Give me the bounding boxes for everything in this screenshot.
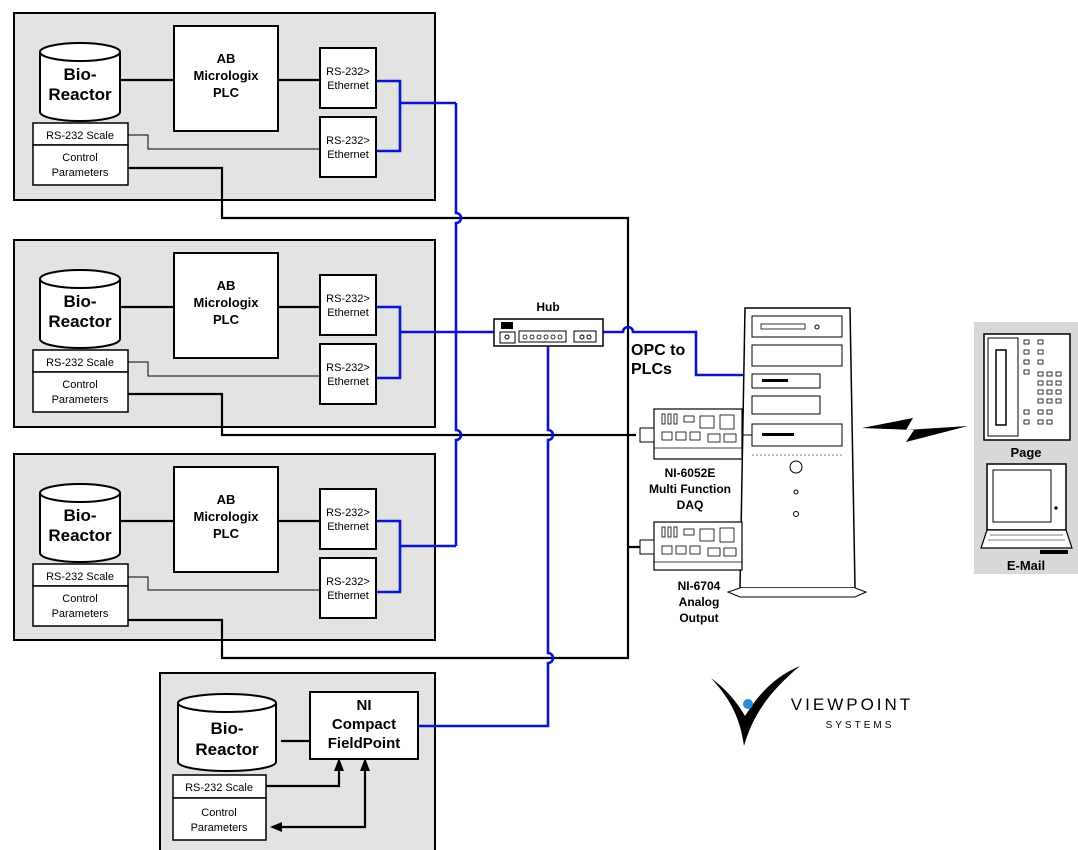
control-label-2: Parameters [52,394,109,406]
converter-box-a [319,274,377,336]
converter-label-2: Ethernet [327,149,369,161]
control-label-1: Control [62,593,97,605]
control-box [32,371,129,413]
viewpoint-logo-icon [711,666,800,746]
converter-box-b [319,116,377,178]
logo-text-2: SYSTEMS [826,720,895,731]
scale-label: RS-232 Scale [46,130,114,142]
ethernet-network [376,79,748,728]
converter-label-1: RS-232> [326,576,370,588]
converter-box-b [319,557,377,619]
logo-text-1: VIEWPOINT [791,695,913,714]
daq-card-icon [639,408,752,460]
control-label-1: Control [62,379,97,391]
plc-box [173,252,279,359]
bioreactor-cylinder-icon [177,693,277,772]
reactor-4: Bio- Reactor RS-232 Scale Control Parame… [172,691,419,841]
converter-label-2: Ethernet [327,80,369,92]
daq-label-1: NI-6052E [665,466,716,480]
fieldpoint-label-2: Compact [332,716,396,733]
plc-label-2: Micrologix [193,68,259,83]
control-label-1: Control [62,152,97,164]
scale-label: RS-232 Scale [46,571,114,583]
analog-label-3: Output [679,611,718,625]
plc-label-1: AB [217,492,236,507]
converter-label-1: RS-232> [326,362,370,374]
bioreactor-label-2: Reactor [195,740,259,759]
bioreactor-label-2: Reactor [48,85,112,104]
devices-panel: Page E-Mail [974,322,1078,574]
hub-icon: Hub [493,300,604,347]
plc-label-3: PLC [213,312,240,327]
email-label: E-Mail [1007,558,1045,573]
analog-label-2: Analog [679,595,720,609]
plc-label-2: Micrologix [193,509,259,524]
pager-icon [983,333,1071,441]
plc-box [173,25,279,132]
pc-tower-icon [726,307,868,598]
reactor-2: Bio- Reactor RS-232 Scale Control Parame… [32,252,377,413]
laptop-icon [980,463,1073,554]
converter-label-2: Ethernet [327,307,369,319]
converter-label-1: RS-232> [326,135,370,147]
control-label-2: Parameters [52,167,109,179]
control-label-2: Parameters [191,822,248,834]
plc-label-1: AB [217,51,236,66]
control-box [172,797,267,841]
opc-label-2: PLCs [631,361,672,378]
plc-label-3: PLC [213,526,240,541]
bioreactor-label-1: Bio- [210,719,243,738]
scale-label: RS-232 Scale [46,357,114,369]
converter-label-2: Ethernet [327,376,369,388]
daq-label-3: DAQ [677,498,704,512]
converter-box-b [319,343,377,405]
control-box [32,585,129,627]
control-label-2: Parameters [52,608,109,620]
converter-label-2: Ethernet [327,590,369,602]
daq-label-2: Multi Function [649,482,731,496]
opc-label-1: OPC to [631,342,685,359]
plc-box [173,466,279,573]
bioreactor-label-1: Bio- [63,506,96,525]
bioreactor-label-2: Reactor [48,526,112,545]
bioreactor-label-1: Bio- [63,65,96,84]
lightning-bolt-icon [862,418,968,442]
converter-label-1: RS-232> [326,66,370,78]
fieldpoint-label-3: FieldPoint [328,735,401,752]
bioreactor-label-2: Reactor [48,312,112,331]
reactor-3: Bio- Reactor RS-232 Scale Control Parame… [32,466,377,627]
reactor-1: Bio- Reactor RS-232 Scale Control Parame… [32,25,377,186]
fieldpoint-box [309,691,419,760]
analog-card-icon [639,521,743,571]
bioreactor-cylinder-icon [39,42,121,122]
converter-box-a [319,488,377,550]
analog-label-1: NI-6704 [678,579,721,593]
bioreactor-cylinder-icon [39,483,121,563]
plc-label-2: Micrologix [193,295,259,310]
converter-label-2: Ethernet [327,521,369,533]
converter-label-1: RS-232> [326,507,370,519]
control-wires [120,78,650,832]
control-label-1: Control [201,807,236,819]
fieldpoint-label-1: NI [357,697,372,714]
pager-label: Page [1010,445,1041,460]
plc-label-3: PLC [213,85,240,100]
hub-label: Hub [536,300,559,314]
plc-label-1: AB [217,278,236,293]
converter-label-1: RS-232> [326,293,370,305]
scale-label: RS-232 Scale [185,782,253,794]
control-box [32,144,129,186]
bioreactor-cylinder-icon [39,269,121,349]
bioreactor-label-1: Bio- [63,292,96,311]
converter-box-a [319,47,377,109]
